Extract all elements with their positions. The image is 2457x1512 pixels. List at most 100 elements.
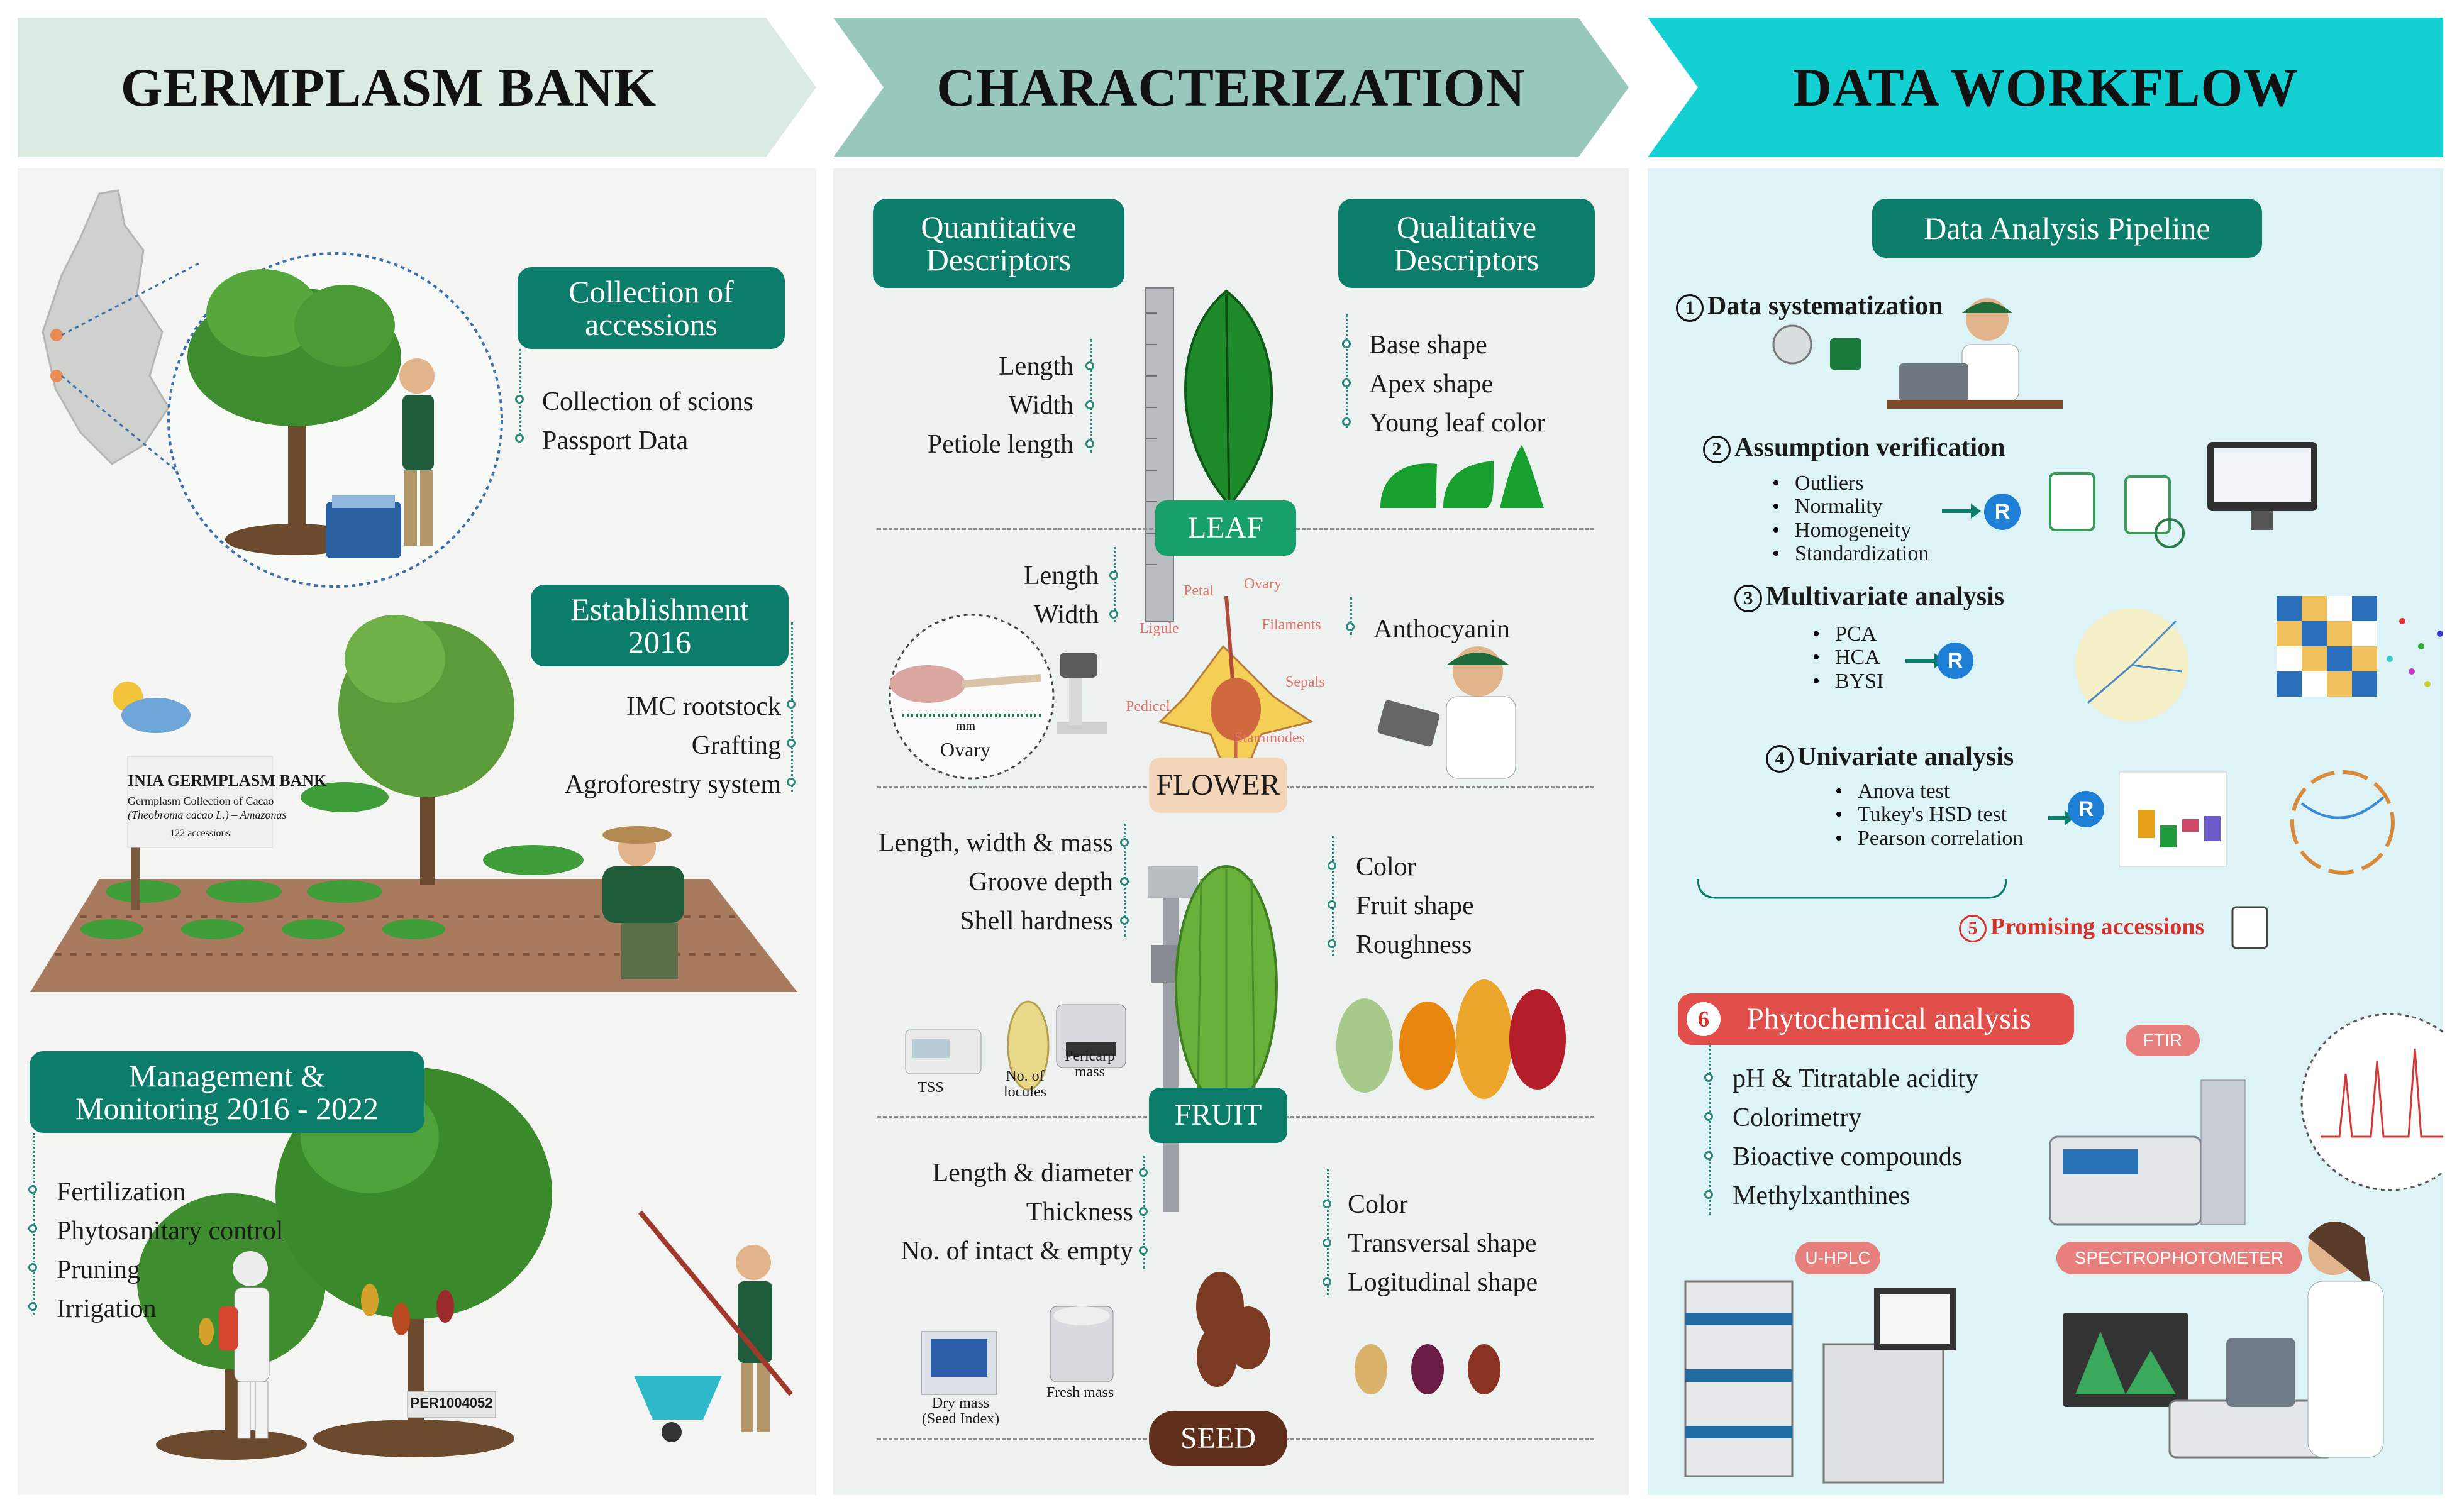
step-item: PCA — [1812, 622, 1883, 646]
cloud-icon — [121, 698, 191, 733]
step-title: Univariate analysis — [1797, 742, 2014, 771]
step-title: Data systematization — [1707, 292, 1943, 321]
management-item: Phytosanitary control — [57, 1217, 284, 1245]
amazonas-map-icon — [42, 189, 170, 465]
cacao-pod-varieties — [1336, 979, 1566, 1099]
phytochemical-title: Phytochemical analysis — [1678, 993, 2074, 1045]
step-item: Standardization — [1772, 542, 1929, 565]
ovary-magnifier — [889, 614, 1055, 780]
step-item: BYSI — [1812, 670, 1883, 693]
leaf-quant-item: Petiole length — [927, 430, 1073, 459]
workflow-illustrations — [1684, 298, 2443, 1484]
step-item: HCA — [1812, 646, 1883, 669]
fruit-qual-item: Roughness — [1356, 930, 1472, 959]
flower-part-label: Ovary — [1244, 576, 1282, 592]
banana-plant-icon — [301, 782, 389, 812]
flower-part-label: Sepals — [1285, 674, 1325, 690]
step-3-items: PCA HCA BYSI — [1812, 622, 1883, 693]
phyto-item: Colorimetry — [1733, 1103, 1862, 1132]
phyto-item: Methylxanthines — [1733, 1181, 1911, 1210]
chord-diagram-icon — [2290, 770, 2395, 875]
header-germplasm-bank-label: GERMPLASM BANK — [120, 57, 657, 118]
fruit-quant-item: Length, width & mass — [878, 829, 1113, 858]
seed-color-icon — [1468, 1344, 1500, 1394]
scatter-plot-icon — [2387, 618, 2443, 687]
heatmap-icon — [2277, 596, 2377, 697]
leaf-qual-item: Base shape — [1369, 331, 1487, 360]
cacao-seeds-icon — [1196, 1272, 1270, 1387]
step-2-items: Outliers Normality Homogeneity Standardi… — [1772, 472, 1929, 566]
header-characterization-label: CHARACTERIZATION — [936, 57, 1526, 118]
step-title: Assumption verification — [1734, 433, 2005, 462]
seed-tool-label: Dry mass (Seed Index) — [921, 1395, 1000, 1428]
flower-quant-item: Length — [1024, 561, 1099, 590]
collection-item: Passport Data — [542, 426, 689, 455]
step-item: Pearson correlation — [1835, 827, 2023, 850]
step-6-number: 6 — [1687, 1002, 1721, 1036]
phytochemical-title-label: Phytochemical analysis — [1747, 1002, 2031, 1035]
seed-color-icon — [1411, 1344, 1444, 1394]
fruit-tool-label: No. of locules — [1004, 1068, 1046, 1101]
step-item: Normality — [1772, 495, 1929, 518]
map-pin-icon — [50, 370, 63, 382]
seed-tool-label: Fresh mass — [1046, 1384, 1114, 1401]
qualitative-descriptors-title: Qualitative Descriptors — [1338, 199, 1595, 288]
step-number: 4 — [1766, 745, 1794, 773]
map-pin-icon — [50, 329, 63, 341]
gear-icon — [1772, 324, 1812, 365]
step-number: 2 — [1703, 436, 1731, 464]
sign-title: INIA GERMPLASM BANK — [128, 771, 327, 790]
laptop-icon — [1899, 363, 1968, 401]
germplasm-illustrations — [30, 189, 797, 1460]
cacao-tree-icon — [137, 1193, 326, 1369]
r-language-icon: R — [1937, 643, 1973, 679]
flower-part-label: Pedicel — [1126, 698, 1170, 715]
ftir-label: FTIR — [2126, 1025, 2200, 1056]
r-language-icon: R — [1984, 494, 2021, 530]
microscope-icon — [1057, 653, 1107, 734]
mm-label: mm — [956, 719, 976, 733]
cacao-flower-icon — [1158, 595, 1314, 800]
header-data-workflow: DATA WORKFLOW — [1648, 18, 2443, 157]
step-item: Tukey's HSD test — [1835, 803, 2023, 826]
pipeline-title: Data Analysis Pipeline — [1872, 199, 2262, 258]
leaf-label: LEAF — [1155, 500, 1296, 556]
flower-qual-item: Anthocyanin — [1373, 615, 1510, 644]
fruit-tool-label: Pericarp mass — [1065, 1048, 1115, 1081]
seedling-icons — [80, 845, 584, 939]
fruit-quant-item: Groove depth — [968, 868, 1113, 897]
seed-qual-item: Color — [1348, 1190, 1408, 1219]
uhplc-label: U-HPLC — [1795, 1242, 1880, 1274]
leaf-base-shape-icon — [1380, 463, 1437, 508]
flower-quant-item: Width — [1033, 600, 1099, 629]
r-language-icon: R — [2068, 791, 2104, 827]
seed-quant-item: Length & diameter — [932, 1159, 1133, 1188]
caliper-icon — [1163, 866, 1179, 1212]
flower-label: FLOWER — [1149, 758, 1287, 813]
header-germplasm-bank: GERMPLASM BANK — [18, 18, 816, 157]
fruit-qual-item: Color — [1356, 853, 1416, 881]
collection-title: Collection of accessions — [518, 267, 785, 349]
flower-part-label: Staminodes — [1234, 730, 1305, 746]
leaf-qual-item: Young leaf color — [1369, 409, 1546, 438]
inia-sign — [127, 756, 273, 848]
fruit-label: FRUIT — [1149, 1088, 1287, 1143]
seed-color-icon — [1355, 1344, 1387, 1394]
seed-qual-item: Transversal shape — [1348, 1229, 1537, 1258]
header-characterization: CHARACTERIZATION — [833, 18, 1629, 157]
ruler-icon — [1145, 287, 1174, 622]
pruning-worker-icon — [736, 1245, 771, 1280]
cooler-box-icon — [326, 502, 401, 558]
pod-cross-section-icon — [1007, 1000, 1050, 1091]
step-number: 3 — [1734, 585, 1762, 613]
establishment-item: IMC rootstock — [626, 692, 781, 721]
header-data-workflow-label: DATA WORKFLOW — [1792, 57, 2299, 118]
workflow-panel — [1648, 168, 2443, 1495]
flower-part-label: Ligule — [1140, 621, 1179, 637]
seed-label: SEED — [1149, 1411, 1287, 1466]
